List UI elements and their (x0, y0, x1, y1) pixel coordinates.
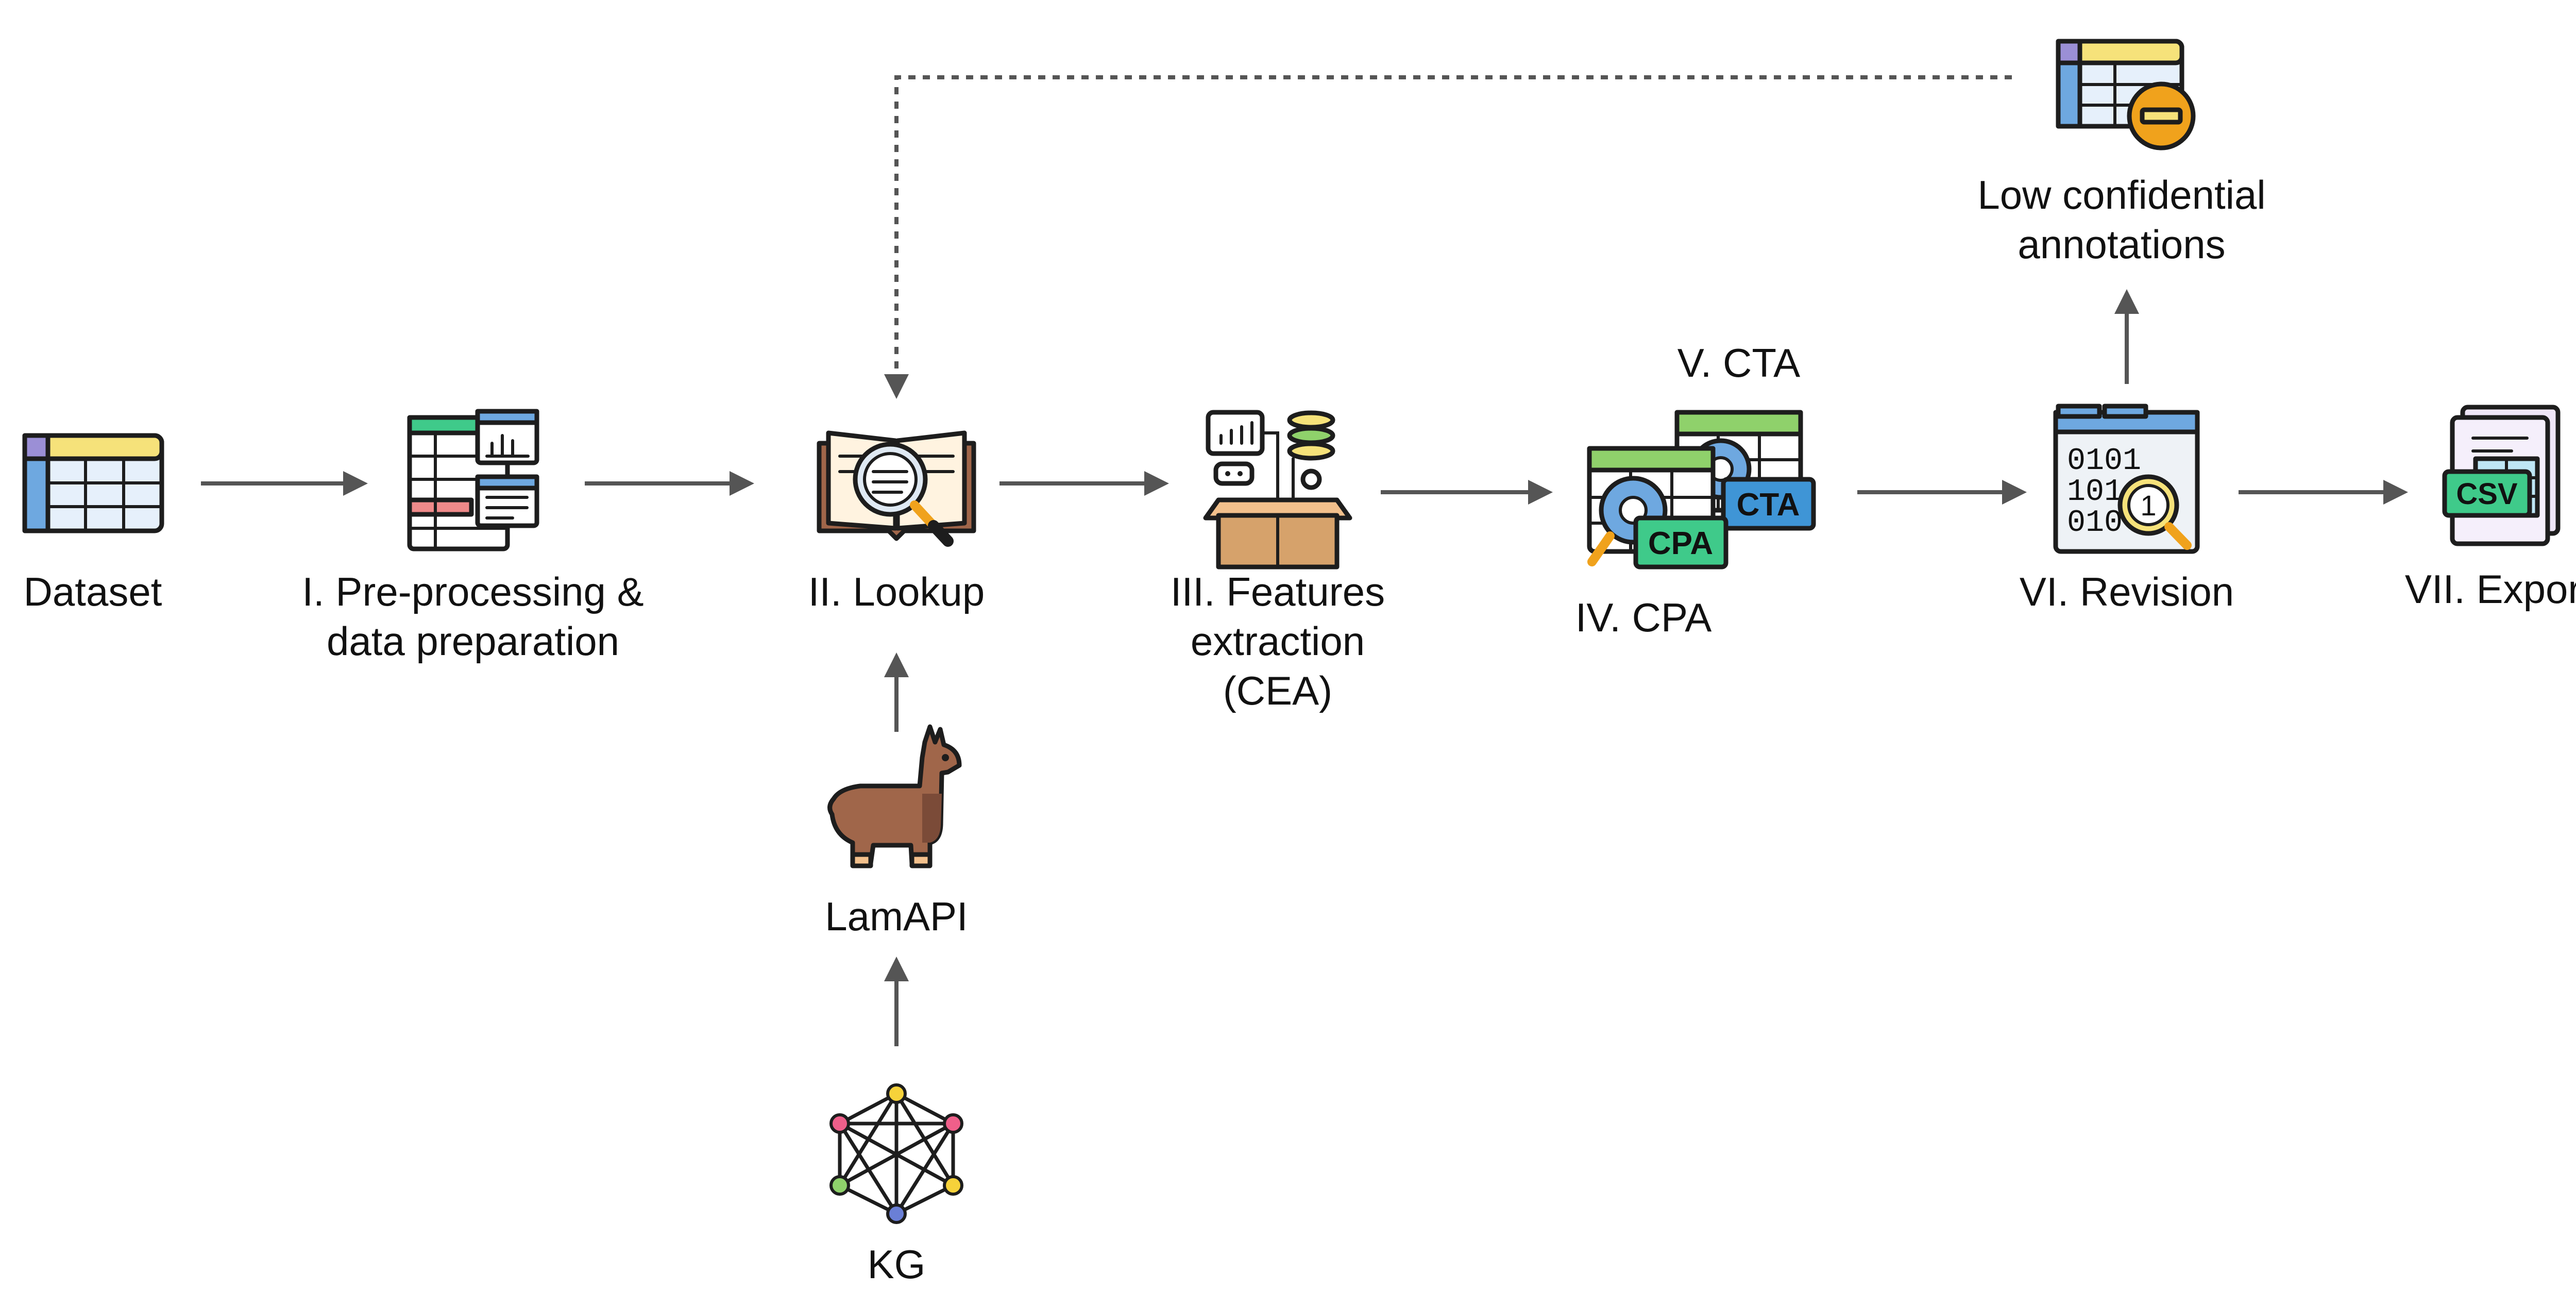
features-label-line3: (CEA) (1223, 668, 1333, 713)
cta-badge (1721, 477, 1816, 531)
dataset-label: Dataset (24, 567, 162, 616)
cta-label: V. CTA (1677, 338, 1800, 388)
cpa-badge (1633, 515, 1728, 570)
table-minus-icon (2056, 39, 2196, 150)
dashed-feedback-arrow (884, 75, 2012, 399)
binary-line-1: 0101 (2067, 444, 2141, 479)
features-label: III. Features extraction (CEA) (1171, 567, 1385, 715)
box-data-icon (1203, 410, 1352, 570)
dataset-label-text: Dataset (23, 569, 162, 614)
spreadsheet-chart-icon (407, 409, 539, 551)
cpa-label: IV. CPA (1575, 593, 1711, 642)
features-label-line2: extraction (1190, 618, 1365, 664)
preprocessing-label: I. Pre-processing & data preparation (302, 567, 643, 666)
kg-label: KG (868, 1240, 926, 1289)
features-label-line1: III. Features (1170, 569, 1385, 614)
cta-badge-text: CTA (1737, 487, 1800, 523)
preprocessing-label-line1: I. Pre-processing & (302, 569, 644, 614)
graph-network-icon (829, 1083, 963, 1224)
low-conf-label: Low confidential annotations (1977, 170, 2265, 269)
lookup-label: II. Lookup (808, 567, 985, 616)
binary-line-2: 101 (2067, 475, 2123, 510)
low-conf-label-line2: annotations (2018, 222, 2226, 267)
csv-file-icon: CSV (2442, 405, 2561, 546)
cpa-badge-text: CPA (1648, 526, 1713, 561)
export-label: VII. Export (2405, 564, 2576, 614)
revision-digit: 1 (2140, 489, 2156, 522)
book-magnifier-icon (817, 430, 976, 547)
binary-window-icon: 0101 101 010 1 (2053, 404, 2200, 554)
binary-line-3: 010 (2067, 506, 2123, 541)
table-icon (22, 433, 164, 533)
lamapi-label-text: LamAPI (825, 894, 968, 939)
revision-label: VI. Revision (2020, 567, 2234, 616)
llama-icon (827, 724, 962, 868)
cpa-table-icon: CPA (1587, 446, 1728, 570)
revision-label-text: VI. Revision (2019, 569, 2234, 614)
kg-label-text: KG (867, 1242, 926, 1287)
lookup-label-text: II. Lookup (808, 569, 985, 614)
csv-badge-text: CSV (2456, 477, 2518, 511)
low-conf-label-line1: Low confidential (1977, 172, 2266, 217)
lamapi-label: LamAPI (825, 892, 968, 941)
export-label-text: VII. Export (2404, 566, 2576, 612)
flow-arrows (201, 75, 2408, 1046)
preprocessing-label-line2: data preparation (326, 618, 620, 664)
csv-badge (2442, 469, 2532, 518)
cpa-label-text: IV. CPA (1575, 595, 1712, 640)
cta-table-icon: CTA (1674, 410, 1816, 531)
cta-label-text: V. CTA (1677, 340, 1801, 386)
